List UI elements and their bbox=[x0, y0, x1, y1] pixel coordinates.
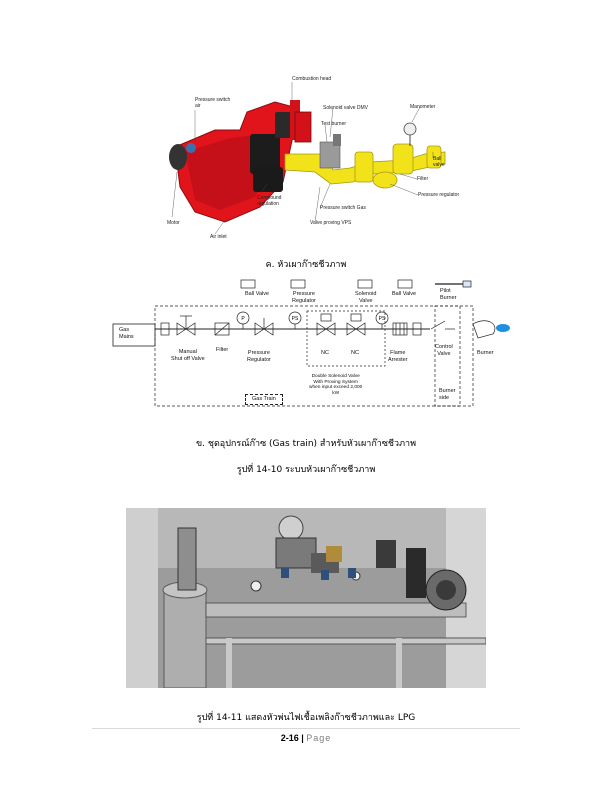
label-test-burner: Test burner bbox=[321, 121, 347, 127]
pressure-regulator-icon bbox=[254, 322, 274, 336]
label-burner-side: Burner side bbox=[439, 388, 456, 401]
gauge-ps-1-text: PS bbox=[292, 316, 299, 322]
burner-side-boundary bbox=[434, 305, 474, 407]
label-ball-valve: Ball valve bbox=[433, 156, 445, 168]
photo-regulator bbox=[278, 515, 304, 541]
flange-1 bbox=[160, 322, 170, 336]
top-icon-solenoid bbox=[357, 279, 373, 289]
label-filter: Filter bbox=[216, 347, 229, 353]
double-solenoid-box bbox=[306, 310, 386, 367]
manometer-gauge bbox=[403, 122, 417, 136]
caption-figure-14-10: รูปที่ 14-10 ระบบหัวเผาก๊าซชีวภาพ bbox=[236, 465, 376, 475]
photo-biogas-lpg-burner bbox=[126, 508, 486, 688]
top-icon-ball-valve-2 bbox=[397, 279, 413, 289]
label-compound-regulation: Compound regulation bbox=[257, 195, 282, 207]
label-double-solenoid-note: Double Solenoid Valve With Proving Syste… bbox=[309, 374, 363, 396]
caption-figure-a: ค. หัวเผาก๊าซชีวภาพ bbox=[265, 260, 347, 270]
label-nc-2: NC bbox=[351, 350, 359, 356]
top-icon-regulator bbox=[290, 279, 306, 289]
label-valve-proving: Valve proving VPS bbox=[310, 220, 352, 226]
footer-separator: | bbox=[301, 733, 304, 743]
manual-shutoff-valve-icon bbox=[176, 322, 196, 336]
gauge-ps-2-text: PS bbox=[379, 316, 386, 322]
gas-train-schematic: P PS PS bbox=[112, 279, 510, 407]
photo-main-pipe bbox=[205, 602, 467, 618]
label-pilot-burner: Pilot Burner bbox=[440, 288, 457, 301]
gauge-p-text: P bbox=[241, 316, 245, 322]
label-manometer: Manometer bbox=[410, 104, 436, 110]
photo-tank bbox=[163, 589, 207, 688]
label-filter: Filter bbox=[417, 176, 429, 182]
solenoid-valve-2-icon bbox=[346, 322, 366, 336]
page-footer: 2-16 | Page bbox=[0, 733, 612, 743]
leader-lines bbox=[171, 82, 434, 235]
burner-body bbox=[169, 100, 300, 223]
filter-icon bbox=[214, 322, 230, 336]
footer-rule bbox=[92, 728, 520, 729]
label-gas-train: Gas Train bbox=[245, 394, 283, 405]
label-combustion-head: Combustion head bbox=[292, 76, 332, 82]
label-motor: Motor bbox=[167, 220, 180, 226]
label-pressure-switch-air: Pressure switch air bbox=[195, 97, 231, 109]
label-control-valve: Control Valve bbox=[435, 344, 453, 357]
caption-figure-14-11: รูปที่ 14-11 แสดงหัวพ่นไฟเชื้อเพลิงก๊าซช… bbox=[196, 713, 416, 723]
combustion-head bbox=[294, 111, 312, 143]
page-word: Page bbox=[306, 733, 332, 743]
label-pressure-regulator-top: Pressure Regulator bbox=[292, 291, 316, 304]
burner-icon bbox=[472, 320, 496, 339]
caption-figure-b: ข. ชุดอุปกรณ์ก๊าซ (Gas train) สำหรับหัวเ… bbox=[195, 439, 417, 449]
pilot-burner-icon bbox=[462, 280, 472, 288]
solenoid-valve-1-icon bbox=[316, 322, 336, 336]
flange-2 bbox=[412, 322, 422, 336]
label-solenoid-valve: Solenoid valve DMV bbox=[323, 105, 369, 111]
label-pressure-regulator: Pressure regulator bbox=[418, 192, 460, 198]
label-manual-shutoff-valve: Manual Shut off Valve bbox=[171, 349, 205, 362]
label-air-inlet: Air inlet bbox=[210, 234, 227, 240]
page-number: 2-16 bbox=[280, 733, 299, 743]
figure-gas-train-diagram: P PS PS Ball Valve Pressure Regulator So… bbox=[95, 276, 525, 411]
label-solenoid-valve-top: Solenoid Valve bbox=[355, 291, 377, 304]
photo-drawing bbox=[126, 508, 486, 688]
burner-drawing bbox=[169, 82, 446, 235]
solenoid-block bbox=[319, 141, 341, 169]
gas-train-boundary bbox=[154, 305, 461, 407]
label-pressure-regulator: Pressure Regulator bbox=[247, 350, 271, 363]
label-gas-mains: Gas Mains bbox=[119, 327, 134, 340]
label-burner: Burner bbox=[477, 350, 494, 356]
label-pressure-switch-gas: Pressure switch Gas bbox=[320, 205, 366, 211]
figure-burner-illustration: Combustion head Pressure switch air Sole… bbox=[155, 72, 460, 247]
flame-icon bbox=[496, 324, 510, 332]
label-ball-valve-top-2: Ball Valve bbox=[392, 291, 417, 297]
label-ball-valve-top: Ball Valve bbox=[245, 291, 270, 297]
top-icon-ball-valve bbox=[240, 279, 256, 289]
label-flame-arrester: Flame Arrester bbox=[388, 350, 408, 363]
label-nc-1: NC bbox=[321, 350, 329, 356]
